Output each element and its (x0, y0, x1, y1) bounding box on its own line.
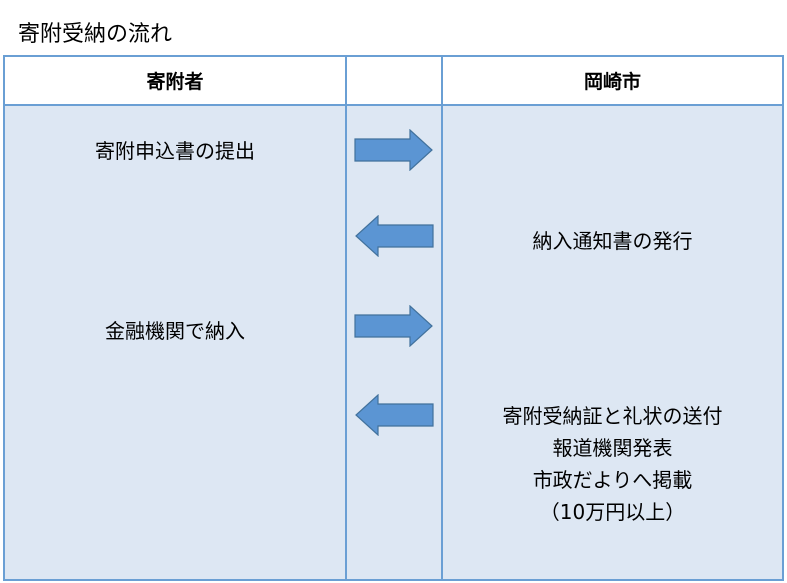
diagram-title: 寄附受納の流れ (18, 22, 173, 47)
city-column (441, 104, 784, 581)
city-final-line: 市政だよりへ掲載 (532, 468, 693, 492)
arrow-right-icon (354, 129, 433, 171)
arrow-left-icon (355, 215, 434, 257)
city-final-line: 報道機関発表 (552, 436, 673, 460)
donor-step-application: 寄附申込書の提出 (95, 139, 255, 163)
header-city-label: 岡崎市 (583, 71, 641, 93)
donor-column (3, 104, 347, 581)
city-step-final: 寄附受納証と礼状の送付 報道機関発表 市政だよりへ掲載 （10万円以上） (441, 400, 784, 528)
arrow-column (345, 104, 443, 581)
city-final-line: 寄附受納証と礼状の送付 (502, 404, 723, 428)
city-step-notice: 納入通知書の発行 (532, 229, 693, 253)
header-middle (345, 55, 443, 106)
header-city: 岡崎市 (441, 55, 784, 106)
donor-step-payment: 金融機関で納入 (105, 319, 245, 343)
header-donor: 寄附者 (3, 55, 347, 106)
header-donor-label: 寄附者 (146, 71, 204, 93)
arrow-left-icon (355, 394, 434, 436)
city-final-line: （10万円以上） (539, 500, 686, 524)
arrow-right-icon (354, 305, 433, 347)
